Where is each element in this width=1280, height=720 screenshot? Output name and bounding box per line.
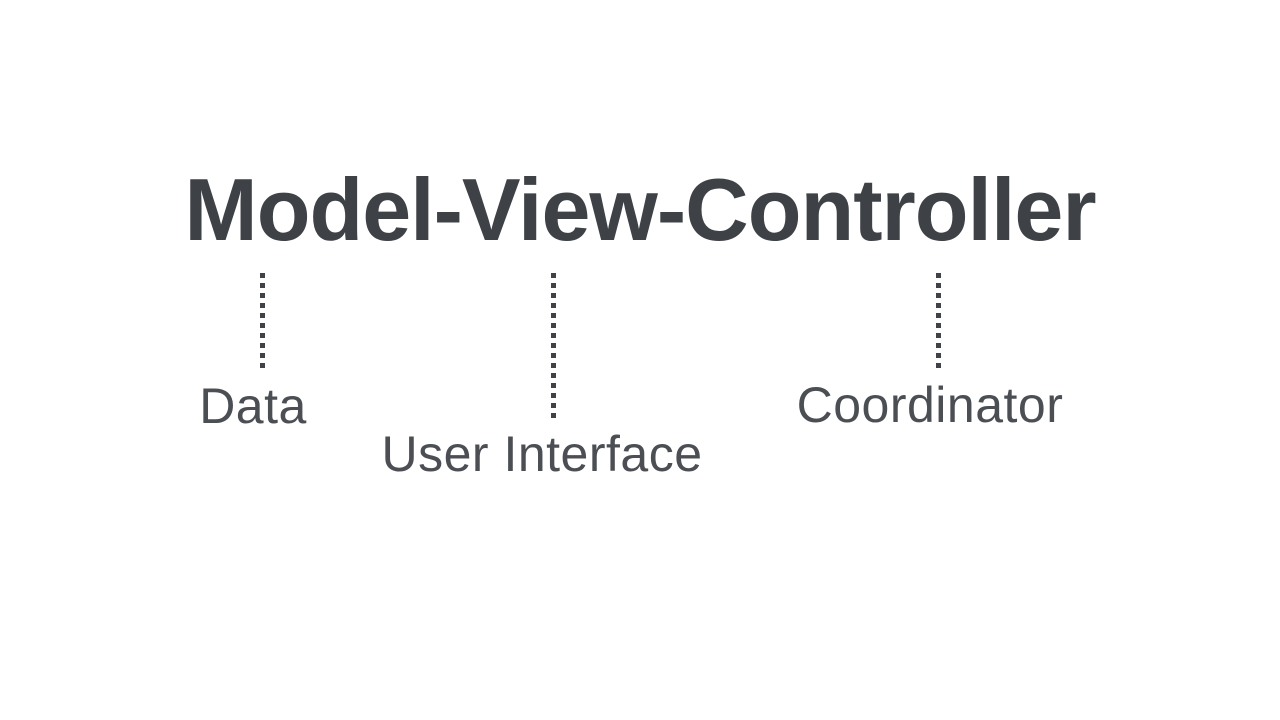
label-view-user-interface: User Interface — [381, 426, 703, 482]
page-title: Model-View-Controller — [184, 160, 1096, 259]
label-model-data: Data — [199, 378, 307, 434]
dotted-connector-controller — [936, 273, 941, 370]
dotted-connector-model — [260, 273, 265, 370]
label-controller-coordinator: Coordinator — [796, 377, 1064, 433]
dotted-connector-view — [551, 273, 556, 418]
